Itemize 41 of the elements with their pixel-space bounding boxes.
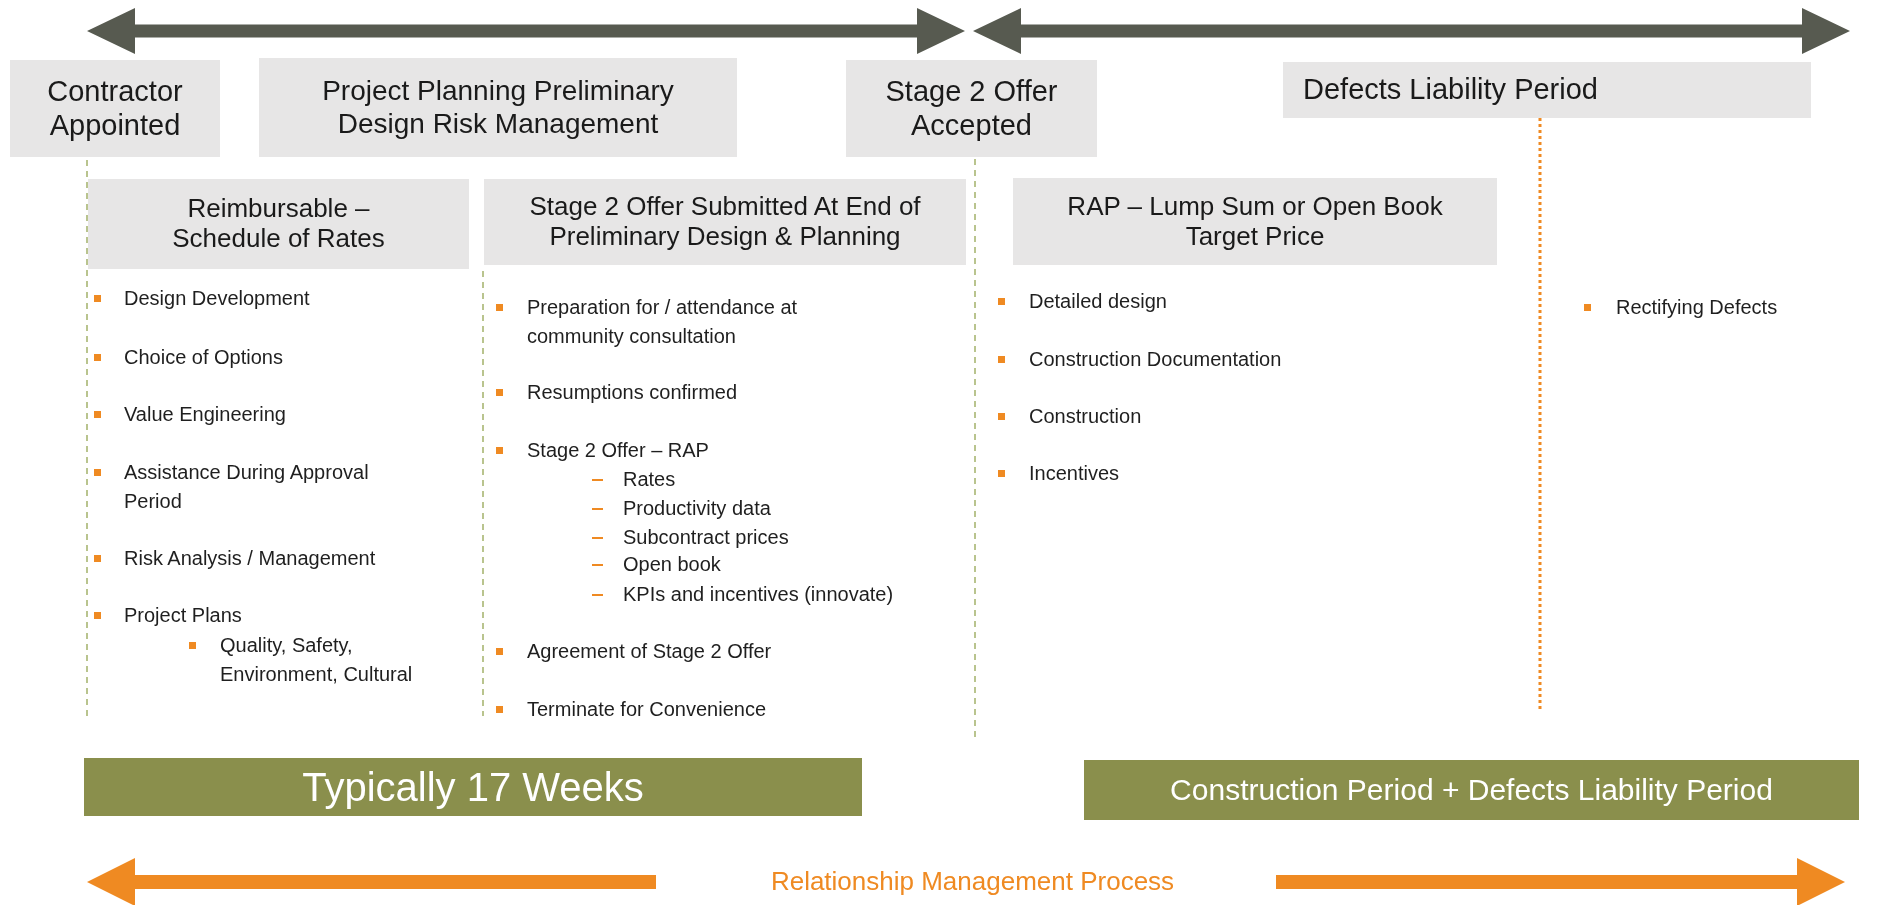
bar-label: Typically 17 Weeks — [302, 764, 644, 810]
box-title: RAP – Lump Sum or Open Book Target Price — [1066, 191, 1444, 252]
bullet-text: Risk Analysis / Management — [124, 546, 377, 571]
stage-box — [1283, 62, 1811, 118]
bullet-text: Rectifying Defects — [1616, 295, 1779, 320]
bullet-text: KPIs and incentives (innovate) — [623, 582, 895, 607]
bullet-text: Construction Documentation — [1029, 347, 1283, 372]
bullet-text: Choice of Options — [124, 345, 284, 370]
box-title: Contractor Appointed — [46, 75, 184, 142]
bullet-text: Design Development — [124, 286, 311, 311]
bullet-text: Stage 2 Offer – RAP — [527, 438, 710, 463]
bullet-text: Assistance During Approval Period — [124, 460, 370, 514]
process-label: Relationship Management Process — [769, 867, 1176, 896]
duration-bar — [1084, 760, 1859, 820]
duration-bar — [84, 758, 862, 816]
stage-box — [846, 60, 1097, 157]
bullet-text: Agreement of Stage 2 Offer — [527, 639, 773, 664]
bullet-text: Incentives — [1029, 461, 1121, 486]
bullet-text: Terminate for Convenience — [527, 697, 767, 722]
box-title: Stage 2 Offer Submitted At End of Preliminary Design & Planning — [528, 192, 922, 252]
bullet-text: Quality, Safety, Environment, Cultural — [220, 633, 414, 687]
bullet-text: Value Engineering — [124, 402, 287, 427]
box-title: Project Planning Preliminary Design Risk Management — [321, 75, 675, 140]
stage-box — [10, 60, 220, 157]
bullet-text: Rates — [623, 467, 677, 492]
box-title: Reimbursable – Schedule of Rates — [171, 194, 386, 254]
bullet-text: Subcontract prices — [623, 525, 790, 550]
stage-box — [88, 179, 469, 269]
bullet-text: Construction — [1029, 404, 1143, 429]
bar-label: Construction Period + Defects Liability Period — [1170, 772, 1773, 808]
bullet-text: Open book — [623, 552, 722, 577]
stage-box — [259, 58, 737, 157]
bullet-text: Resumptions confirmed — [527, 380, 739, 405]
stage-box — [484, 179, 966, 265]
bullet-text: Preparation for / attendance at community consultation — [527, 295, 799, 349]
box-title: Defects Liability Period — [1303, 73, 1598, 107]
bullet-text: Productivity data — [623, 496, 772, 521]
bullet-text: Project Plans — [124, 603, 243, 628]
stage-box — [1013, 178, 1497, 265]
box-title: Stage 2 Offer Accepted — [884, 75, 1059, 142]
bullet-text: Detailed design — [1029, 289, 1168, 314]
